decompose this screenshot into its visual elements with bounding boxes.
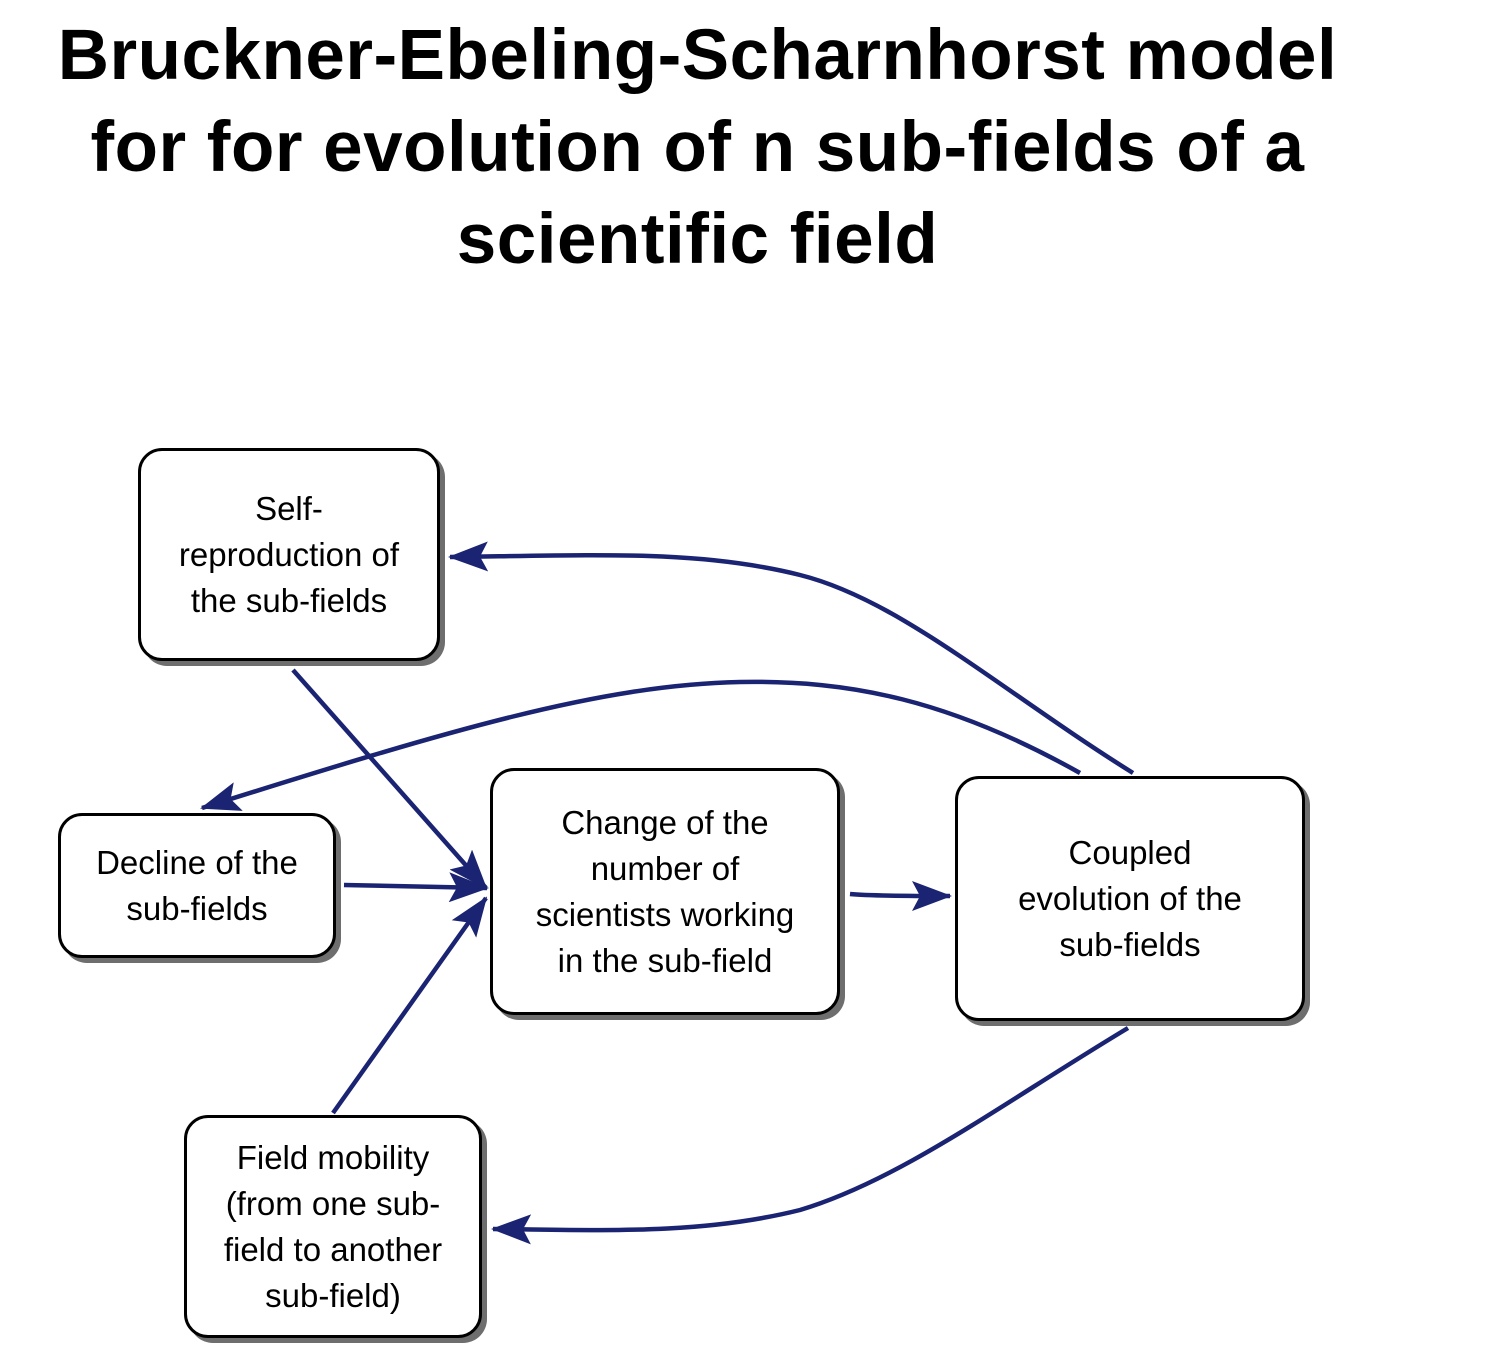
title-line-2: for for evolution of n sub-fields of a — [90, 108, 1305, 187]
node-change-text: Change of the number of scientists worki… — [536, 800, 795, 984]
node-mobility-line-2: (from one sub- — [225, 1184, 441, 1222]
node-mobility-text: Field mobility (from one sub- field to a… — [224, 1135, 442, 1319]
title-line-3: scientific field — [456, 200, 939, 279]
edge-coupled-to-self — [448, 541, 1135, 775]
node-change-line-4: in the sub-field — [557, 941, 773, 979]
node-field-mobility: Field mobility (from one sub- field to a… — [184, 1115, 482, 1338]
node-mobility-line-4: sub-field) — [265, 1276, 401, 1314]
node-change: Change of the number of scientists worki… — [490, 768, 840, 1015]
node-coupled-evolution: Coupled evolution of the sub-fields — [955, 776, 1305, 1021]
diagram-title: Bruckner-Ebeling-Scharnhorst model for f… — [0, 10, 1395, 286]
node-change-line-1: Change of the — [561, 803, 769, 841]
node-mobility-line-1: Field mobility — [236, 1138, 430, 1176]
node-coupled-line-2: evolution of the — [1018, 879, 1242, 917]
node-change-line-2: number of — [590, 849, 740, 887]
node-self-line-1: Self- — [255, 489, 323, 527]
node-self-reproduction-text: Self- reproduction of the sub-fields — [179, 486, 399, 624]
node-change-line-3: scientists working — [535, 895, 795, 933]
node-self-reproduction: Self- reproduction of the sub-fields — [138, 448, 440, 661]
node-decline-text: Decline of the sub-fields — [96, 840, 298, 932]
node-decline-line-2: sub-fields — [126, 889, 268, 927]
node-decline-line-1: Decline of the — [96, 843, 298, 881]
edge-decline-to-change — [343, 872, 489, 903]
edge-mobility-to-change — [331, 896, 488, 1115]
node-coupled-text: Coupled evolution of the sub-fields — [1018, 830, 1242, 968]
node-coupled-line-1: Coupled — [1068, 833, 1192, 871]
node-self-line-3: the sub-fields — [190, 581, 388, 619]
title-line-1: Bruckner-Ebeling-Scharnhorst model — [57, 16, 1338, 95]
edge-change-to-coupled — [849, 880, 952, 911]
node-coupled-line-3: sub-fields — [1059, 925, 1201, 963]
edge-coupled-to-mobility — [491, 1026, 1130, 1245]
node-mobility-line-3: field to another — [223, 1230, 443, 1268]
node-self-line-2: reproduction of — [178, 535, 400, 573]
node-decline: Decline of the sub-fields — [58, 813, 336, 958]
